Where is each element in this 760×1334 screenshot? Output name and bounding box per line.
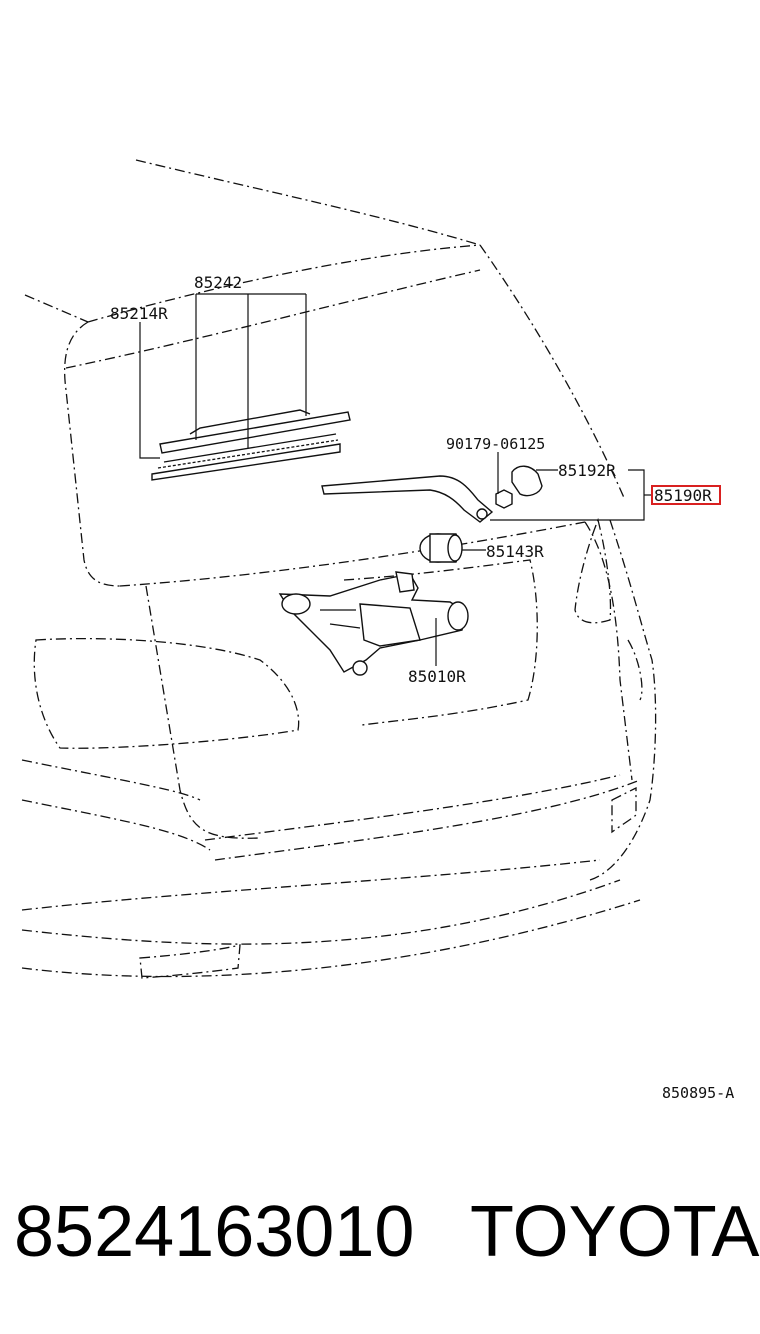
wiper-arm-drawing [321,475,494,523]
part-number: 8524163010 [14,1192,414,1272]
label-blade-assy: 85242 [194,273,242,292]
highlight-box [651,485,721,505]
cap-drawing [511,465,543,497]
vehicle-outline [21,159,657,979]
brand-name: TOYOTA [470,1192,759,1272]
label-pivot: 85143R [486,542,544,561]
wiper-motor-drawing [278,571,469,676]
leader-lines [139,293,652,666]
label-arm-assy: 85190R [654,486,712,505]
label-blade-left: 85214R [110,304,168,323]
nut-drawing [495,489,513,509]
diagram-code: 850895-A [662,1084,734,1102]
label-nut: 90179-06125 [446,435,545,453]
label-motor: 85010R [408,667,466,686]
label-cap: 85192R [558,461,616,480]
pivot-drawing [419,533,463,563]
wiper-blade-drawing [151,409,351,481]
